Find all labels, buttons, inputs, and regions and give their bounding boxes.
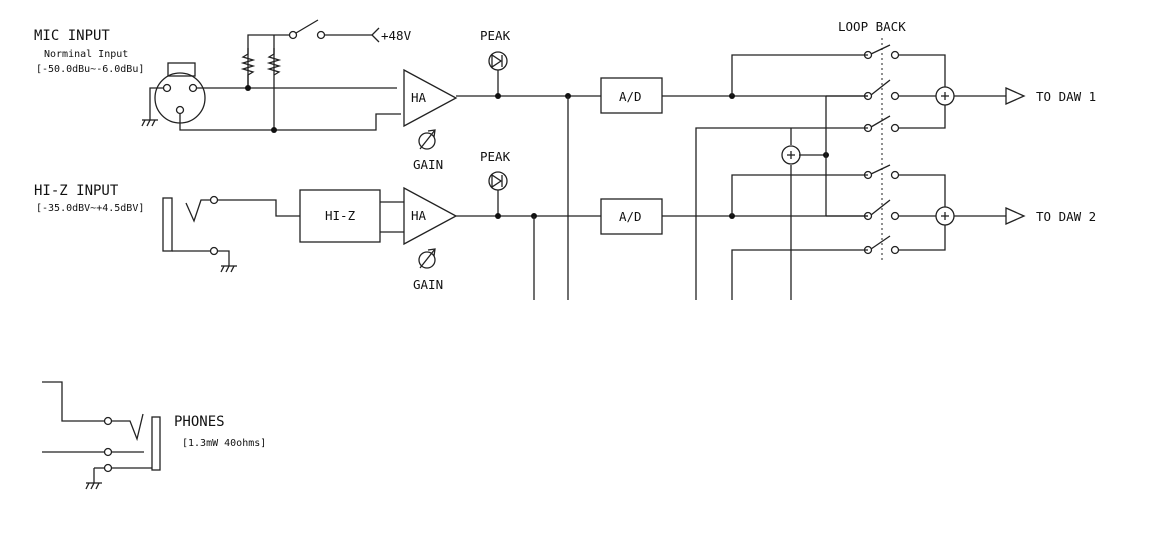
loopback-switch-group-1: [863, 44, 900, 133]
head-amp-1-label: HA: [411, 90, 427, 105]
phones-spec: [1.3mW 40ohms]: [182, 438, 266, 449]
peak-led-2-icon: [488, 171, 508, 216]
mic-input-nominal-label: Norminal Input: [44, 49, 128, 60]
ad-converter-1: A/D: [600, 77, 663, 114]
sum-node-icon: [781, 145, 801, 165]
ad-1-label: A/D: [619, 89, 642, 104]
to-daw-1-label: TO DAW 1: [1036, 89, 1096, 104]
ground-icon: [141, 119, 158, 127]
mic-input-range: [-50.0dBu~-6.0dBu]: [36, 64, 144, 75]
peak-2-label: PEAK: [480, 149, 511, 164]
ground-icon: [85, 482, 102, 490]
ground-icon: [220, 265, 237, 273]
gain-1-label: GAIN: [413, 157, 443, 172]
to-daw-2-label: TO DAW 2: [1036, 209, 1096, 224]
gain-knob-2-icon: [418, 248, 436, 269]
ad-2-label: A/D: [619, 209, 642, 224]
sum-node-icon: [935, 206, 955, 226]
phantom-power-label: +48V: [381, 28, 412, 43]
gain-knob-1-icon: [418, 129, 436, 150]
hiz-buffer: HI-Z: [299, 189, 381, 243]
mic-input-section: MIC INPUT Norminal Input [-50.0dBu~-6.0d…: [34, 19, 511, 172]
sum-node-icon: [935, 86, 955, 106]
phantom-switch-icon: [288, 19, 380, 43]
hiz-input-title: HI-Z INPUT: [34, 183, 119, 199]
head-amp-1: HA: [403, 68, 458, 128]
loop-back-label: LOOP BACK: [838, 19, 906, 34]
phones-jack-icon: [103, 413, 161, 473]
head-amp-2: HA: [403, 186, 458, 246]
daw-2-arrow-icon: [1005, 206, 1026, 226]
head-amp-2-label: HA: [411, 208, 427, 223]
daw-1-arrow-icon: [1005, 86, 1026, 106]
phones-title: PHONES: [174, 414, 225, 430]
peak-1-label: PEAK: [480, 28, 511, 43]
resistor-icon: [240, 48, 256, 88]
mic-input-title: MIC INPUT: [34, 28, 110, 44]
loopback-switch-group-2: [863, 164, 900, 255]
gain-2-label: GAIN: [413, 277, 443, 292]
phones-section: PHONES [1.3mW 40ohms]: [42, 381, 266, 490]
hiz-block-label: HI-Z: [325, 208, 356, 223]
peak-led-1-icon: [488, 51, 508, 96]
hiz-jack-icon: [162, 195, 219, 256]
resistor-icon: [266, 48, 282, 76]
ad-converter-2: A/D: [600, 198, 663, 235]
hiz-input-section: HI-Z INPUT [-35.0dBV~+4.5dBV] HI-Z: [34, 149, 511, 292]
hiz-input-range: [-35.0dBV~+4.5dBV]: [36, 203, 144, 214]
